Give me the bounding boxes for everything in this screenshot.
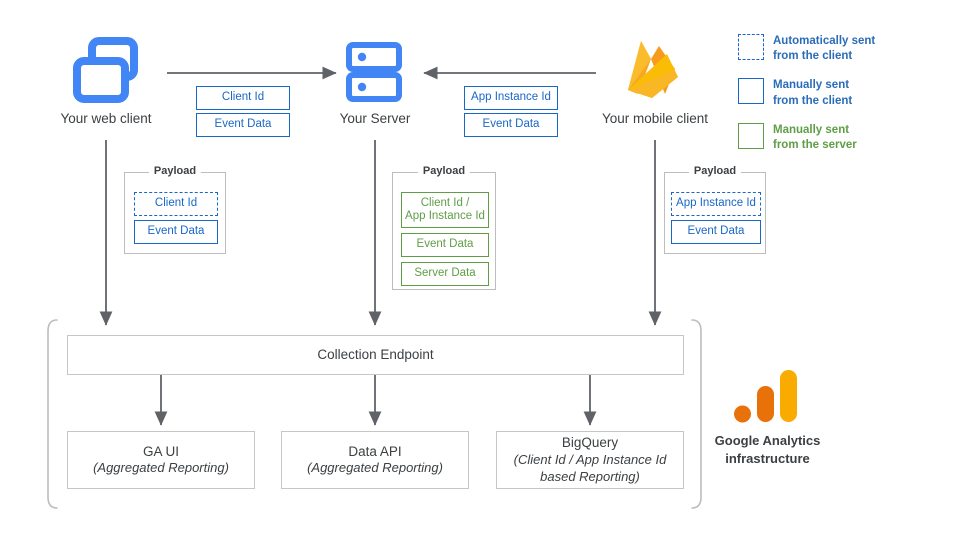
ga-infrastructure-group: Google Analytics infrastructure [700,368,835,467]
legend-swatch-dashed [738,34,764,60]
server-label: Your Server [339,111,411,126]
mobile-payload-item-event-data: Event Data [671,220,761,244]
bigquery-subtitle: (Client Id / App Instance Id based Repor… [513,451,667,484]
legend-swatch-solid-green [738,122,764,149]
collection-endpoint-label: Collection Endpoint [317,347,434,363]
server-icon [346,42,402,102]
server-payload-item-server-data: Server Data [401,262,489,286]
ga-ui-title: GA UI [142,443,179,459]
mobile-payload-title: Payload [688,165,742,177]
data-api-subtitle: (Aggregated Reporting) [307,460,443,476]
legend: Automatically sent from the client Manua… [738,34,948,153]
google-analytics-logo [734,370,797,423]
firebase-icon [628,41,678,98]
server-payload-item-event-data: Event Data [401,233,489,257]
data-api-title: Data API [348,443,402,459]
legend-swatch-solid-blue [738,78,764,105]
mobile-client-label: Your mobile client [601,111,709,126]
chip-event-data-transit-mobile: Event Data [464,113,558,137]
node-web-client [56,36,156,104]
server-payload-title: Payload [417,165,471,177]
mobile-payload-item-app-instance-id: App Instance Id [671,192,761,216]
web-payload-group: Payload Client Id Event Data [124,165,226,254]
chip-event-data-transit-web: Event Data [196,113,290,137]
legend-item-manual-client: Manually sent from the client [738,78,948,108]
legend-item-manual-server: Manually sent from the server [738,122,948,153]
server-payload-group: Payload Client Id / App Instance Id Even… [392,165,496,290]
node-server [345,42,405,104]
legend-label-manual-client: Manually sent from the client [773,79,853,107]
server-payload-item-ids: Client Id / App Instance Id [401,192,489,228]
chip-app-instance-id-transit: App Instance Id [464,86,558,110]
legend-label-manual-server: Manually sent from the server [773,123,857,151]
mobile-payload-group: Payload App Instance Id Event Data [664,165,766,254]
web-payload-item-client-id: Client Id [134,192,218,216]
web-payload-item-event-data: Event Data [134,220,218,244]
ga-infrastructure-caption: Google Analytics infrastructure [714,433,821,466]
bracket-left [47,319,58,509]
output-box-data-api[interactable]: Data API (Aggregated Reporting) [281,431,469,489]
web-client-label: Your web client [60,111,152,126]
node-mobile-client [618,36,692,104]
ga-ui-subtitle: (Aggregated Reporting) [93,460,229,476]
output-box-bigquery[interactable]: BigQuery (Client Id / App Instance Id ba… [496,431,684,489]
chip-client-id-transit: Client Id [196,86,290,110]
bigquery-title: BigQuery [561,435,619,451]
legend-label-automatic-client: Automatically sent from the client [773,35,876,63]
web-payload-title: Payload [148,165,202,177]
output-box-ga-ui[interactable]: GA UI (Aggregated Reporting) [67,431,255,489]
web-client-icon [73,37,138,103]
collection-endpoint-box[interactable]: Collection Endpoint [67,335,684,375]
legend-item-automatic-client: Automatically sent from the client [738,34,948,64]
